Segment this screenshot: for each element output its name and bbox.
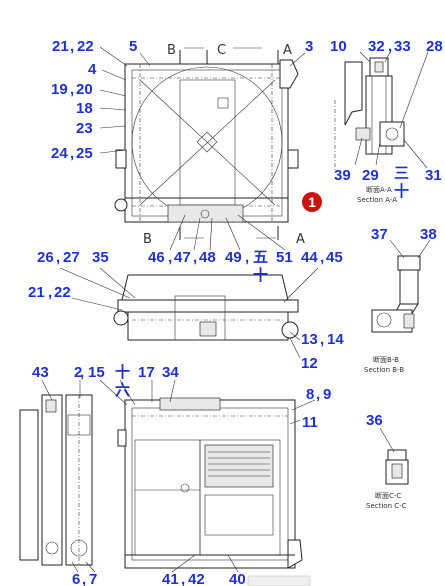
part-number-label: 21 (28, 284, 45, 301)
svg-text:,: , (316, 386, 320, 403)
part-number-label: 27 (63, 249, 80, 266)
part-number-label: 35 (92, 249, 109, 266)
part-number-label: 49 (225, 249, 242, 266)
kanji-labels: 五 十 三 十 十 六 (115, 164, 409, 399)
part-number-label: 48 (199, 249, 216, 266)
part-number-label: 8 (306, 386, 314, 403)
section-title-jp: 断面A-A (366, 185, 392, 194)
section-title-en: Section C-C (366, 502, 407, 510)
part-number-label: 42 (188, 571, 205, 586)
svg-text:,: , (320, 331, 324, 348)
part-number-label: 9 (323, 386, 331, 403)
top-view (59, 267, 319, 359)
part-labels: 21 22 5 3 4 19 20 18 23 24 25 10 32 33 2… (28, 38, 443, 586)
svg-text:,: , (70, 38, 74, 55)
section-letter: A (296, 232, 305, 247)
part-number-label: 31 (425, 167, 442, 184)
svg-text:,: , (56, 249, 60, 266)
part-number-label: 39 (334, 167, 351, 184)
section-letter: C (217, 43, 226, 58)
part-number-label: 36 (366, 412, 383, 429)
part-number-label: 37 (371, 226, 388, 243)
section-letter: A (283, 43, 292, 58)
part-number-label: 10 (330, 38, 347, 55)
part-number-label: 41 (162, 571, 179, 586)
part-number-label: 7 (89, 571, 97, 586)
part-number-label: 21 (52, 38, 69, 55)
svg-text:,: , (181, 571, 185, 586)
part-number-label: 14 (327, 331, 344, 348)
section-a-a-drawing: 断面A-A Section A-A (334, 51, 429, 204)
kanji-label: 五 (253, 248, 268, 266)
part-number-label: 25 (76, 145, 93, 162)
part-number-label: 38 (420, 226, 437, 243)
part-number-label: 47 (174, 249, 191, 266)
part-number-label: 5 (129, 38, 137, 55)
section-title-jp: 断面C-C (375, 491, 401, 500)
section-c-c-drawing: 断面C-C Section C-C (366, 427, 409, 510)
kanji-label: 三 (394, 164, 409, 182)
part-number-label: 32 (368, 38, 385, 55)
svg-text:,: , (70, 145, 74, 162)
svg-text:,: , (168, 249, 172, 266)
part-number-label: 23 (76, 120, 93, 137)
part-number-label: 44 (301, 249, 318, 266)
part-number-label: 43 (32, 364, 49, 381)
svg-text:,: , (82, 571, 86, 586)
svg-text:,: , (245, 249, 249, 266)
part-number-label: 29 (362, 167, 379, 184)
section-letter: B (143, 232, 152, 247)
part-number-label: 20 (76, 81, 93, 98)
part-number-label: 22 (54, 284, 71, 301)
part-number-label: 45 (326, 249, 343, 266)
badge-number: 1 (308, 194, 316, 210)
part-number-label: 15 (88, 364, 105, 381)
part-number-label: 6 (72, 571, 80, 586)
part-number-label: 4 (88, 61, 97, 78)
section-title-jp: 断面B-B (373, 355, 399, 364)
part-number-label: 18 (76, 100, 93, 117)
svg-text:,: , (80, 364, 84, 381)
footer-box (247, 575, 311, 586)
part-number-label: 19 (51, 81, 68, 98)
svg-text:,: , (48, 284, 52, 301)
side-view (19, 379, 96, 573)
part-number-label: 22 (77, 38, 94, 55)
kanji-label: 十 (253, 266, 268, 284)
part-number-label: 11 (302, 414, 318, 431)
section-letter: B (167, 43, 176, 58)
part-number-label: 17 (138, 364, 155, 381)
part-number-label: 3 (305, 38, 313, 55)
svg-text:,: , (320, 249, 324, 266)
svg-text:,: , (193, 249, 197, 266)
part-number-label: 12 (301, 355, 318, 372)
front-view-top: B C A B A (99, 43, 306, 251)
part-number-label: 34 (162, 364, 179, 381)
part-number-label: 40 (229, 571, 246, 586)
part-number-label: 51 (276, 249, 293, 266)
part-number-label: 33 (394, 38, 411, 55)
section-b-b-drawing: 断面B-B Section B-B (364, 239, 431, 374)
kanji-label: 十 (394, 182, 409, 200)
kanji-label: 十 (115, 363, 130, 381)
part-number-label: 28 (426, 38, 443, 55)
part-number-label: 13 (301, 331, 318, 348)
callout-badge: 1 (302, 192, 322, 212)
section-title-en: Section B-B (364, 366, 404, 374)
svg-text:,: , (70, 81, 74, 98)
part-number-label: 24 (51, 145, 68, 162)
part-number-label: 46 (148, 249, 165, 266)
svg-text:,: , (388, 38, 392, 55)
front-view-bottom (99, 379, 316, 573)
kanji-label: 六 (115, 381, 130, 399)
section-title-en: Section A-A (357, 196, 397, 204)
part-number-label: 26 (37, 249, 54, 266)
part-number-label: 2 (74, 364, 82, 381)
